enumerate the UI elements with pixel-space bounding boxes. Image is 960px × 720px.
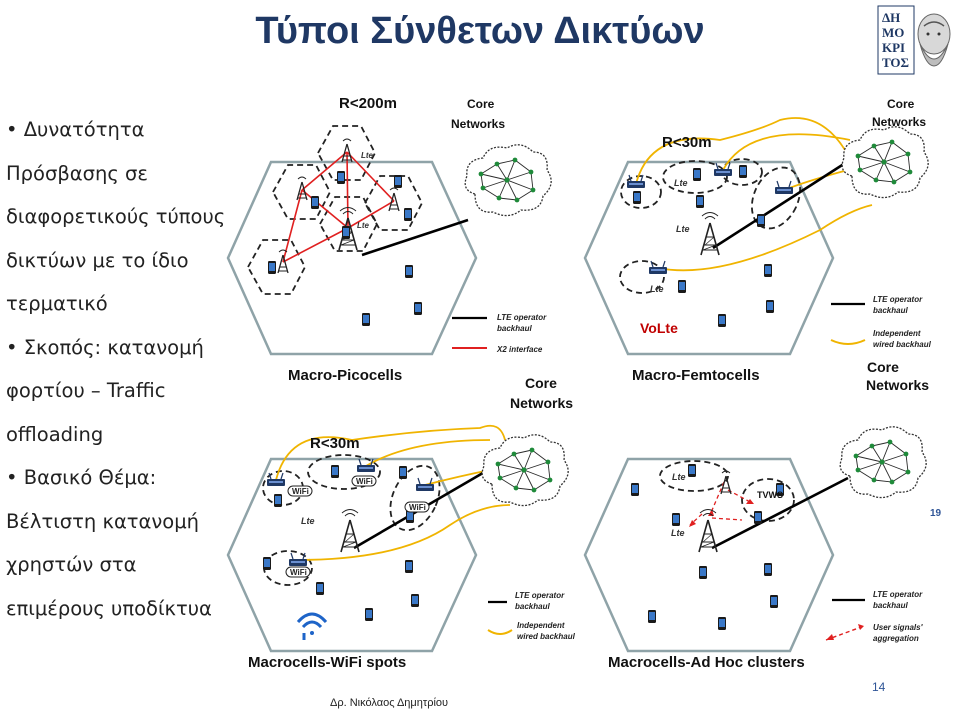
macrocells-adhoc-panel: Lte Lte TVWS LTE operator backhaul User … xyxy=(583,426,927,671)
legend-text: wired backhaul xyxy=(517,632,576,641)
legend-text: LTE operator xyxy=(873,590,923,599)
bullet-line: χρηστών στα xyxy=(6,553,137,576)
lte-logo: Lte xyxy=(650,284,664,294)
bullet-line: • Βασικό Θέμα: xyxy=(6,466,157,489)
tvws-label: TVWS xyxy=(757,490,783,500)
lte-logo: Lte xyxy=(361,151,374,160)
legend-text: LTE operator xyxy=(515,591,565,600)
core-label: Networks xyxy=(510,395,573,411)
wifi-logo: WiFi xyxy=(409,503,426,512)
volte-logo: VoLte xyxy=(640,320,678,336)
bullet-line: επιμέρους υποδίκτυα xyxy=(6,596,212,620)
lte-logo: Lte xyxy=(674,178,688,188)
slide-title: Τύποι Σύνθετων Δικτύων xyxy=(255,10,705,52)
core-label: Core xyxy=(867,359,899,375)
lte-logo: Lte xyxy=(301,516,315,526)
macrocells-wifi-panel: WiFi WiFi WiFi WiFi Lte R<30m Core Netwo… xyxy=(226,375,576,671)
svg-text:ΜΟ: ΜΟ xyxy=(882,25,904,40)
core-label: Core xyxy=(467,97,495,111)
legend-text: backhaul xyxy=(497,324,532,333)
panel-caption: Macrocells-WiFi spots xyxy=(248,654,406,671)
bullet-list: • Δυνατότητα Πρόσβασης σε διαφορετικούς … xyxy=(6,108,246,630)
wifi-logo: WiFi xyxy=(292,487,309,496)
core-label: Networks xyxy=(451,117,505,131)
legend-text: backhaul xyxy=(515,602,550,611)
legend-text: Independent xyxy=(517,621,565,630)
legend-text: LTE operator xyxy=(873,295,923,304)
radius-label: R<30m xyxy=(662,134,712,151)
core-label: Networks xyxy=(866,377,929,393)
core-label: Networks xyxy=(872,115,926,129)
university-logo: ΔΗ ΜΟ ΚΡΙ ΤΟΣ xyxy=(876,4,954,76)
macro-femtocells-panel: Lte Lte Lte VoLte R<30m Core Networks LT… xyxy=(583,97,932,393)
lte-logo: Lte xyxy=(671,528,685,538)
svg-text:ΤΟΣ: ΤΟΣ xyxy=(882,55,909,70)
inner-slide-number: 19 xyxy=(930,508,942,519)
panel-caption: Macro-Picocells xyxy=(288,367,402,384)
legend-text: User signals' xyxy=(873,623,924,632)
bullet-line: • Δυνατότητα xyxy=(6,118,145,141)
legend-text: backhaul xyxy=(873,601,908,610)
legend-text: LTE operator xyxy=(497,313,547,322)
core-label: Core xyxy=(887,97,915,111)
legend-text: backhaul xyxy=(873,306,908,315)
bullet-line: διαφορετικούς τύπους xyxy=(6,205,226,228)
lte-logo: Lte xyxy=(357,221,370,230)
radius-label: R<30m xyxy=(310,435,360,452)
macro-picocells-panel: Lte Lte R<200m Core Networks LTE operato… xyxy=(226,95,552,384)
svg-text:ΔΗ: ΔΗ xyxy=(882,10,900,25)
panel-caption: Macro-Femtocells xyxy=(632,367,760,384)
panel-caption: Macrocells-Ad Hoc clusters xyxy=(608,654,805,671)
bullet-line: • Σκοπός: κατανομή xyxy=(6,335,204,359)
bullet-line: Βέλτιστη κατανομή xyxy=(6,509,199,533)
legend-text: Independent xyxy=(873,329,921,338)
legend-text: X2 interface xyxy=(496,345,543,354)
bullet-line: offloading xyxy=(6,422,104,446)
wifi-logo: WiFi xyxy=(290,568,307,577)
wifi-icon xyxy=(296,612,328,640)
core-label: Core xyxy=(525,375,557,391)
wifi-logo: WiFi xyxy=(356,477,373,486)
radius-label: R<200m xyxy=(339,95,397,112)
legend-text: aggregation xyxy=(873,634,919,643)
bullet-line: φορτίου – Traffic xyxy=(6,379,166,402)
bullet-line: δικτύων με το ίδιο xyxy=(6,248,189,272)
bullet-line: τερματικό xyxy=(6,292,108,315)
legend-text: wired backhaul xyxy=(873,340,932,349)
slide-footer: Δρ. Νικόλαος Δημητρίου xyxy=(330,697,449,709)
lte-logo: Lte xyxy=(676,224,690,234)
lte-logo: Lte xyxy=(672,472,686,482)
bullet-line: Πρόσβασης σε xyxy=(6,161,148,185)
slide-number: 14 xyxy=(872,680,886,694)
svg-text:ΚΡΙ: ΚΡΙ xyxy=(882,40,905,55)
